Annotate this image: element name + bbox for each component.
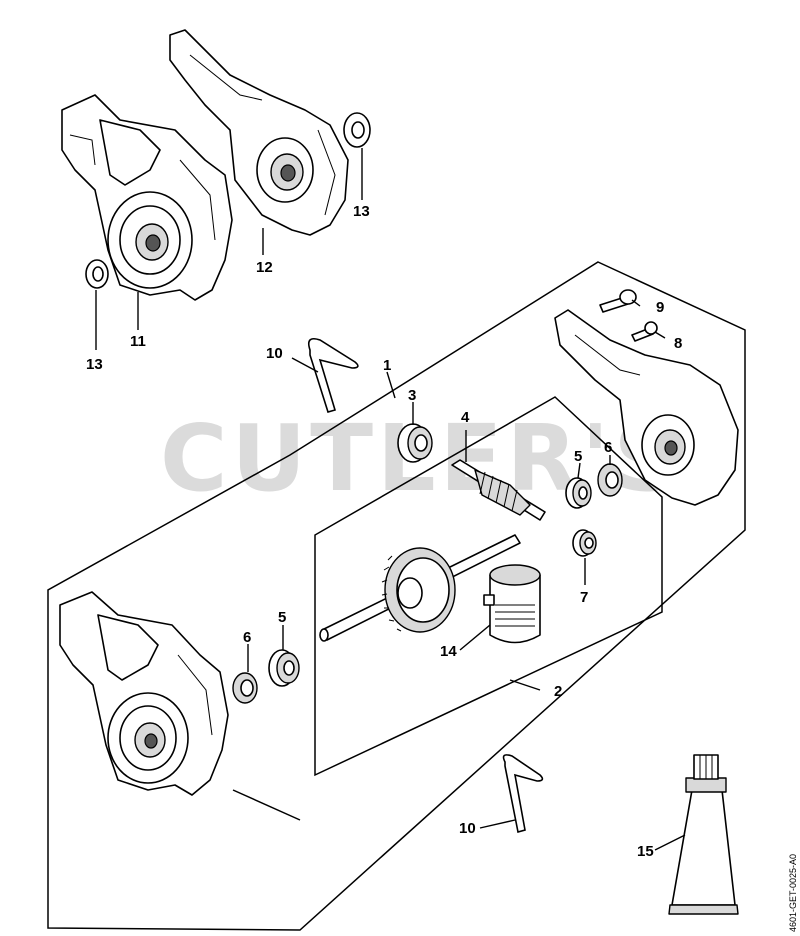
callout-10-upper: 10 (266, 345, 283, 362)
washer-6-right[interactable] (597, 463, 623, 497)
bearing-5-left[interactable] (268, 649, 300, 687)
grease-tube-15[interactable] (668, 754, 739, 915)
worm-shaft-4[interactable] (451, 459, 546, 521)
callout-10-lower: 10 (459, 820, 476, 837)
leader-lines (95, 148, 686, 851)
callout-13-left: 13 (86, 356, 103, 373)
callout-7: 7 (580, 589, 588, 606)
callout-5-left: 5 (278, 609, 286, 626)
housing-half-11[interactable] (61, 94, 233, 301)
callout-15: 15 (637, 843, 654, 860)
gear-shaft[interactable] (319, 534, 521, 642)
washer-13-right[interactable] (343, 112, 371, 148)
callout-13-right: 13 (353, 203, 370, 220)
housing-half-12[interactable] (169, 29, 349, 236)
screw-8[interactable] (631, 321, 658, 342)
bearing-7[interactable] (572, 529, 597, 557)
assembly-frame-outer (47, 261, 746, 931)
callout-4: 4 (461, 409, 470, 426)
washer-6-left[interactable] (232, 672, 258, 704)
callout-14: 14 (440, 643, 457, 660)
callout-8: 8 (674, 335, 682, 352)
callout-11: 11 (130, 333, 146, 350)
callout-9: 9 (656, 299, 664, 316)
callout-2: 2 (554, 683, 562, 700)
callout-labels: 13 11 12 13 9 8 10 1 3 4 5 6 7 6 5 14 2 … (86, 203, 682, 860)
washer-13-left[interactable] (85, 259, 109, 289)
bearing-5-right[interactable] (565, 477, 592, 509)
document-reference: 4601-GET-0025-A0 (788, 854, 798, 932)
callout-5-right: 5 (574, 448, 582, 465)
kit-frame-inner (314, 396, 663, 777)
callout-1: 1 (383, 357, 391, 374)
callout-12: 12 (256, 259, 273, 276)
callout-6-left: 6 (243, 629, 251, 646)
housing-half-right[interactable] (554, 309, 739, 506)
grease-pot-14[interactable] (483, 564, 541, 644)
hairpin-clip-10-upper[interactable] (307, 337, 359, 413)
callout-6-right: 6 (604, 439, 612, 456)
callout-3: 3 (408, 387, 416, 404)
housing-half-left[interactable] (59, 591, 229, 796)
bearing-3[interactable] (397, 423, 433, 463)
hairpin-clip-10-lower[interactable] (502, 754, 544, 834)
screw-9[interactable] (599, 289, 637, 313)
frame-connector (232, 789, 301, 821)
